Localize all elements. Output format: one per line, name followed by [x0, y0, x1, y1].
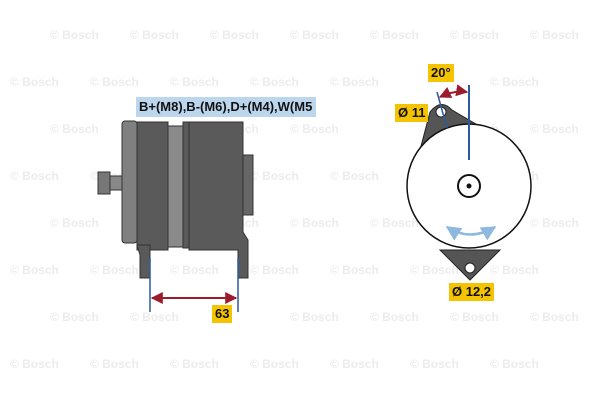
foot-spacing-label: 63	[212, 305, 233, 323]
alternator-side-view	[97, 120, 254, 279]
alternator-front-view	[406, 84, 532, 281]
lower-hole-label: Ø 12,2	[449, 283, 495, 301]
angle-label: 20°	[428, 64, 454, 82]
foot-spacing-dimension	[149, 258, 239, 312]
rotation-arrow-icon	[445, 225, 497, 241]
connections-label: B+(M8),B-(M6),D+(M4),W(M5	[136, 97, 317, 117]
upper-hole-label: Ø 11	[395, 104, 429, 122]
